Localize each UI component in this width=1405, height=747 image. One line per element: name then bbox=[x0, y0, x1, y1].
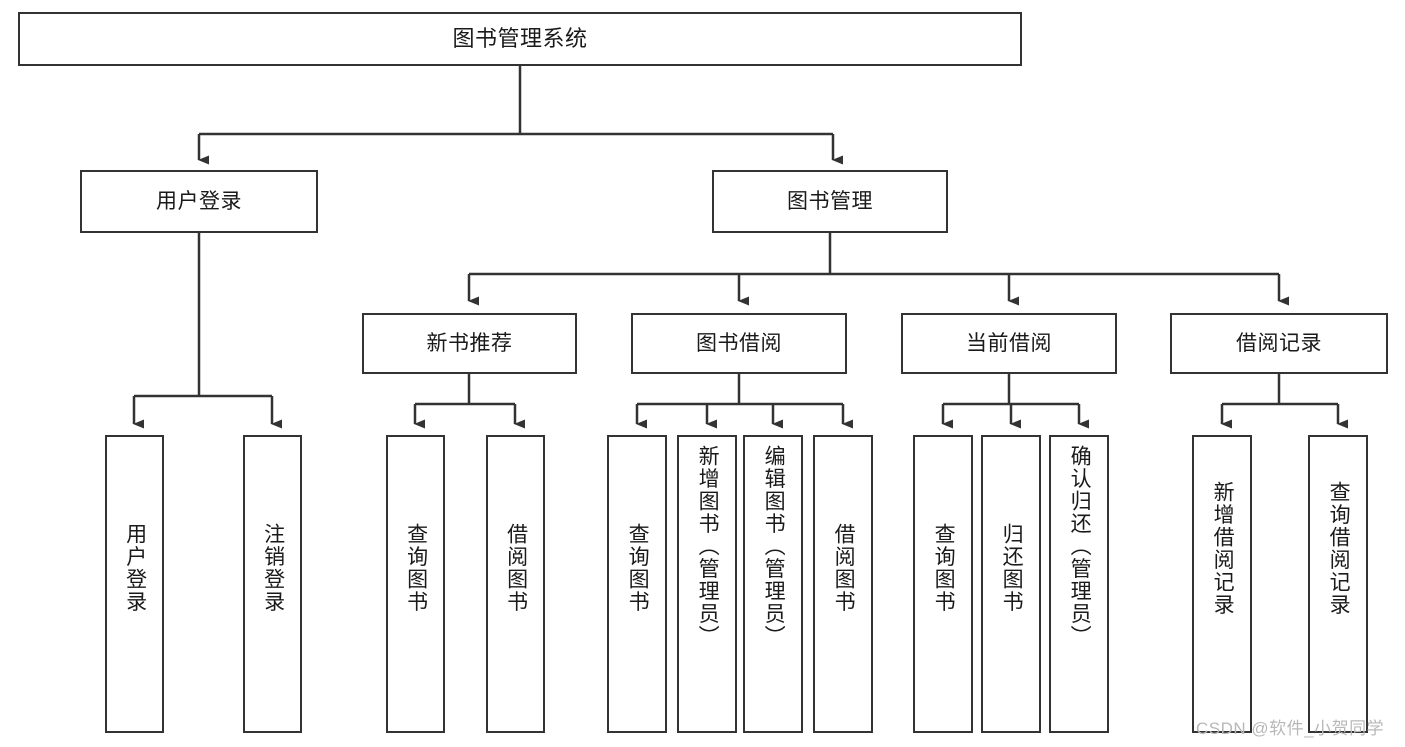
node-new-book-recommend[interactable]: 新书推荐 bbox=[362, 313, 577, 374]
node-label: 图书管理系统 bbox=[452, 25, 588, 51]
leaf-query-book-recommend[interactable]: 查询图书 bbox=[386, 435, 445, 733]
node-label: 用户登录 bbox=[123, 523, 147, 613]
node-label: 查询借阅记录 bbox=[1327, 481, 1351, 616]
leaf-query-book-current[interactable]: 查询图书 bbox=[913, 435, 973, 733]
leaf-user-login[interactable]: 用户登录 bbox=[105, 435, 164, 733]
node-label: 查询图书 bbox=[932, 523, 956, 613]
node-label: 图书借阅 bbox=[696, 331, 782, 355]
leaf-query-borrow-record[interactable]: 查询借阅记录 bbox=[1308, 435, 1368, 733]
node-root-system[interactable]: 图书管理系统 bbox=[18, 12, 1022, 66]
leaf-add-borrow-record[interactable]: 新增借阅记录 bbox=[1192, 435, 1252, 733]
node-book-borrow[interactable]: 图书借阅 bbox=[631, 313, 847, 374]
watermark-text: CSDN @软件_小贺同学 bbox=[1196, 719, 1385, 738]
leaf-edit-book[interactable]: 编辑图书（管理员） bbox=[743, 435, 803, 733]
leaf-query-book-borrow[interactable]: 查询图书 bbox=[607, 435, 667, 733]
node-label: 注销登录 bbox=[261, 523, 285, 613]
node-current-borrow[interactable]: 当前借阅 bbox=[901, 313, 1117, 374]
node-label: 确认归还（管理员） bbox=[1068, 445, 1092, 648]
node-label: 归还图书 bbox=[1000, 523, 1024, 613]
node-label: 当前借阅 bbox=[966, 331, 1052, 355]
node-user-login[interactable]: 用户登录 bbox=[80, 170, 318, 233]
node-label: 查询图书 bbox=[404, 523, 428, 613]
node-label: 新书推荐 bbox=[426, 331, 513, 355]
node-label: 查询图书 bbox=[626, 523, 650, 613]
leaf-add-book[interactable]: 新增图书（管理员） bbox=[677, 435, 737, 733]
leaf-borrow-book[interactable]: 借阅图书 bbox=[813, 435, 873, 733]
node-borrow-record[interactable]: 借阅记录 bbox=[1170, 313, 1388, 374]
node-book-manage[interactable]: 图书管理 bbox=[712, 170, 948, 233]
node-label: 图书管理 bbox=[787, 189, 873, 213]
node-label: 新增借阅记录 bbox=[1211, 481, 1235, 616]
node-label: 用户登录 bbox=[156, 189, 242, 213]
leaf-confirm-return[interactable]: 确认归还（管理员） bbox=[1049, 435, 1109, 733]
node-label: 借阅图书 bbox=[504, 523, 528, 613]
node-label: 新增图书（管理员） bbox=[696, 445, 720, 648]
node-label: 编辑图书（管理员） bbox=[762, 445, 786, 648]
leaf-return-book[interactable]: 归还图书 bbox=[981, 435, 1041, 733]
leaf-logout[interactable]: 注销登录 bbox=[243, 435, 302, 733]
node-label: 借阅记录 bbox=[1236, 331, 1322, 355]
leaf-borrow-book-recommend[interactable]: 借阅图书 bbox=[486, 435, 545, 733]
node-label: 借阅图书 bbox=[832, 523, 856, 613]
